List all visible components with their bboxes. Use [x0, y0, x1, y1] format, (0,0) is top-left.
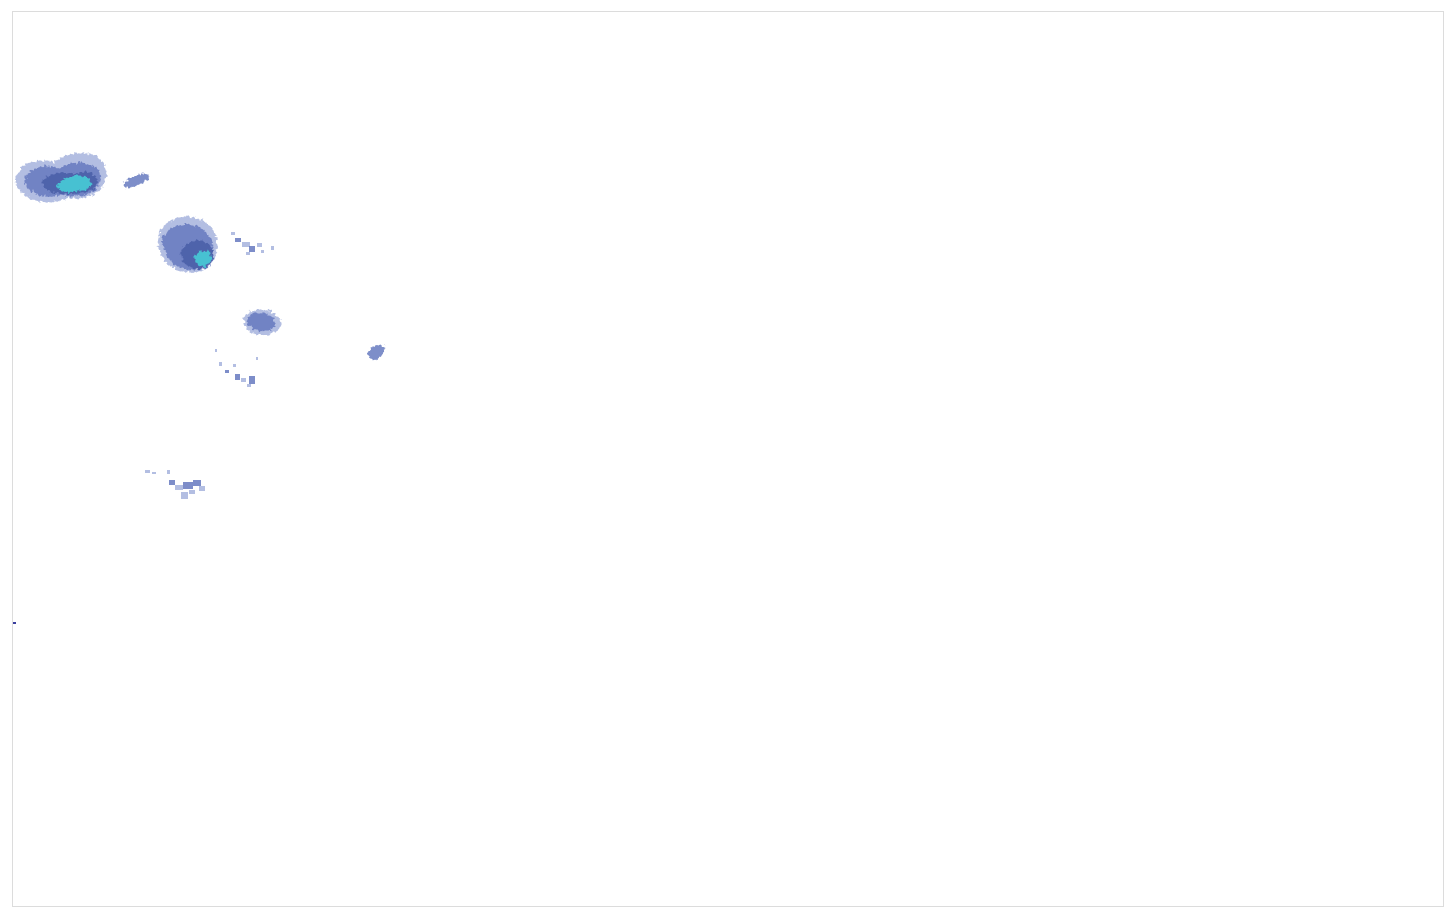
- precip-cell-6: [367, 344, 385, 360]
- precip-cell-7: [215, 349, 258, 387]
- precip-cell-4: [231, 232, 274, 255]
- precip-cell-2: [123, 174, 149, 189]
- edge-marker: [13, 622, 16, 624]
- precip-cell-5: [244, 309, 282, 336]
- precip-cell-1: [15, 153, 107, 203]
- precipitation-overlay: [15, 153, 385, 499]
- precip-cell-8: [145, 470, 205, 499]
- precip-cell-3: [158, 216, 218, 273]
- radar-map-frame[interactable]: [12, 11, 1444, 907]
